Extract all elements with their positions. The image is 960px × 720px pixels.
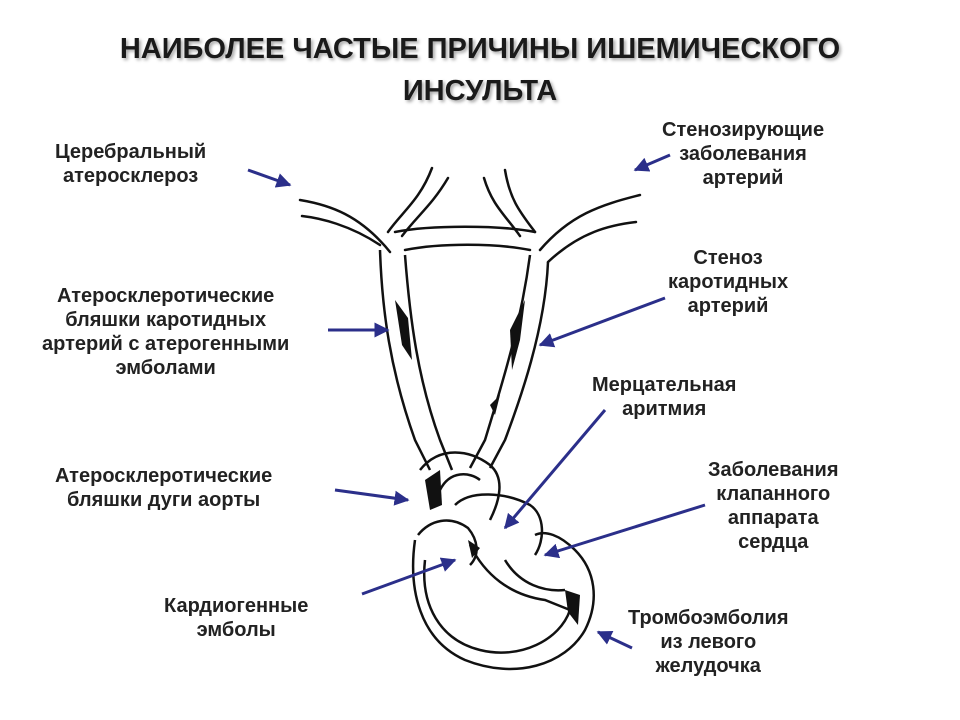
label-carotid-plaques: Атеросклеротические бляшки каротидных ар… (42, 284, 289, 380)
title-line-1: НАИБОЛЕЕ ЧАСТЫЕ ПРИЧИНЫ ИШЕМИЧЕСКОГО (119, 33, 841, 65)
label-line: артерий (702, 167, 784, 189)
label-line: аритмия (622, 398, 707, 420)
label-line: Стеноз (693, 247, 763, 269)
label-carotid-stenosis: Стеноз каротидных артерий (668, 246, 788, 318)
label-line: Тромбоэмболия (628, 607, 789, 629)
cerebral-arteries (298, 166, 642, 264)
label-line: заболевания (679, 143, 807, 165)
label-lv-thromboembolism: Тромбоэмболия из левого желудочка (628, 606, 789, 678)
arrow-carotid-stenosis (538, 296, 666, 348)
page-title: НАИБОЛЕЕ ЧАСТЫЕ ПРИЧИНЫ ИШЕМИЧЕСКОГО ИНС… (0, 28, 960, 112)
label-line: аппарата (727, 507, 819, 529)
label-line: Кардиогенные (164, 595, 309, 617)
label-line: атеросклероз (62, 165, 199, 187)
label-line: клапанного (716, 483, 831, 505)
label-line: Заболевания (708, 459, 839, 481)
label-line: желудочка (655, 655, 761, 677)
label-line: Стенозирующие (662, 119, 825, 141)
label-cardiogenic-emboli: Кардиогенные эмболы (164, 594, 308, 642)
label-line: Атеросклеротические (55, 465, 273, 487)
label-valve-disease: Заболевания клапанного аппарата сердца (708, 458, 839, 554)
carotid-plaques (395, 300, 525, 415)
label-atrial-fibrillation: Мерцательная аритмия (592, 373, 736, 421)
arrow-cardiogenic (361, 557, 457, 596)
label-line: эмболами (115, 357, 216, 379)
label-aortic-arch-plaques: Атеросклеротические бляшки дуги аорты (55, 464, 272, 512)
label-line: эмболы (196, 619, 276, 641)
label-stenosing-disease: Стенозирующие заболевания артерий (662, 118, 824, 190)
carotid-arteries (378, 249, 550, 471)
arrow-stenosing (633, 153, 671, 172)
arrow-aortic-plaques (334, 488, 410, 506)
arrow-atrial-fibrillation (503, 409, 607, 530)
label-line: бляшки дуги аорты (67, 489, 261, 511)
title-line-2: ИНСУЛЬТА (402, 75, 558, 107)
heart (411, 451, 595, 671)
arrow-cerebral (247, 168, 292, 188)
label-line: бляшки каротидных (65, 309, 267, 331)
label-cerebral-atherosclerosis: Церебральный атеросклероз (55, 140, 206, 188)
label-line: сердца (738, 531, 809, 553)
label-line: Мерцательная (592, 374, 737, 396)
label-line: Церебральный (55, 141, 207, 163)
arrows (247, 153, 706, 650)
label-line: из левого (660, 631, 757, 653)
arrow-valve (543, 503, 706, 559)
label-line: артерий с атерогенными (42, 333, 290, 355)
label-line: Атеросклеротические (57, 285, 275, 307)
arrow-lv (596, 630, 633, 650)
label-line: артерий (687, 295, 769, 317)
label-line: каротидных (668, 271, 789, 293)
heart-thrombi (425, 470, 580, 625)
